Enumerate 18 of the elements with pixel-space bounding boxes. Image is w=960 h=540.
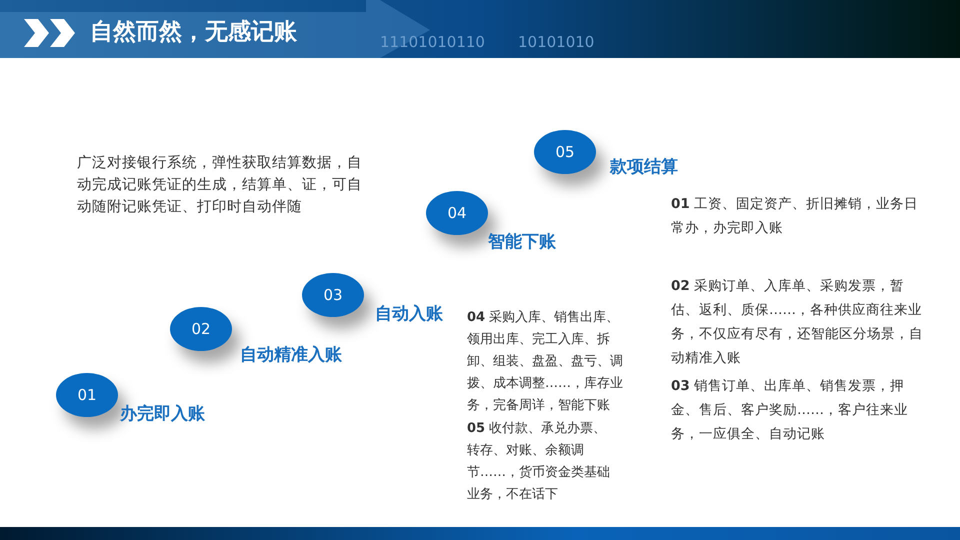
description-paragraph: 01 工资、固定资产、折旧摊销，业务日常办，办完即入账 [671, 195, 920, 238]
description-paragraph: 02 采购订单、入库单、采购发票，暂估、返利、质保……，各种供应商往来业务，不仅应有尽有，还智能区分场景，自动精准入账 [671, 277, 924, 368]
step-label: 办完即入账 [120, 403, 205, 425]
step-label: 自动精准入账 [240, 344, 342, 366]
number-ellipse: 01 [56, 373, 118, 417]
number-ellipse: 04 [426, 191, 488, 235]
step-label: 智能下账 [488, 231, 556, 253]
number-ellipse: 05 [534, 130, 596, 174]
description-paragraph: 04 采购入库、销售出库、领用出库、完工入库、拆卸、组装、盘盈、盘亏、调拨、成本调整……，库存业务，完备周详，智能下账 [467, 309, 624, 415]
description-paragraph: 广泛对接银行系统，弹性获取结算数据，自动完成记账凭证的生成，结算单、证，可自动随附记账凭证、打印时自动伴随 [77, 154, 363, 217]
description-paragraph: 05 收付款、承兑办票、转存、对账、余额调节……，货币资金类基础业务，不在话下 [467, 420, 611, 504]
binary-text: 10101010 [518, 32, 596, 52]
number-ellipse: 03 [302, 273, 364, 317]
step-label: 款项结算 [610, 156, 678, 178]
step-label: 自动入账 [375, 303, 443, 325]
description-paragraph: 03 销售订单、出库单、销售发票，押金、售后、客户奖励……，客户往来业务，一应俱全、自动记账 [671, 377, 909, 444]
title: 自然而然，无感记账 [90, 18, 297, 47]
number-ellipse: 02 [170, 307, 232, 351]
